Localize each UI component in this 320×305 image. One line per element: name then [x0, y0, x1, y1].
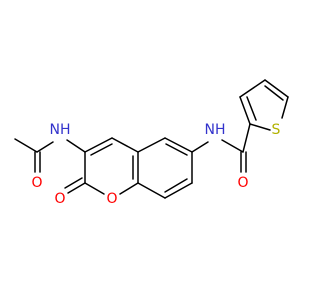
- bond-thiophene-s-c2: [249, 123, 271, 131]
- bonds: [14, 79, 289, 199]
- atom-o-acetyl: O: [31, 175, 42, 191]
- bond-c-amide-thiophene: [242, 123, 251, 153]
- bond-c7-c8-double: [164, 178, 188, 193]
- bond-o-ring-c8a: [119, 182, 139, 195]
- bond-c8-c8a: [137, 182, 166, 199]
- atom-o-amide: O: [237, 175, 248, 191]
- atom-nh-amide: NH: [205, 122, 226, 138]
- bond-c3-c4: [84, 137, 113, 153]
- bond-c2-o-carbonyl: [67, 182, 86, 194]
- bond-n-amide-c-amide: [221, 139, 244, 153]
- bond-c5-c6: [164, 137, 193, 153]
- atom-s-thiophene: S: [272, 122, 281, 138]
- bond-c2-o-carbonyl-double: [64, 177, 83, 189]
- bond-c4-c4a: [111, 137, 139, 153]
- bond-thiophene-c2-c3-double: [246, 96, 257, 121]
- bond-n-acetyl-c3: [66, 139, 86, 153]
- atom-nh-acetyl: NH: [50, 122, 71, 138]
- molecule-canvas: NH O O O NH O S: [14, 79, 289, 207]
- bond-c2-o-ring: [84, 182, 105, 195]
- atom-labels: NH O O O NH O S: [31, 122, 280, 207]
- bond-c5-c6-double: [165, 143, 188, 156]
- bond-thiophene-c4-c5-double: [264, 85, 284, 101]
- bond-c3-c4-double: [90, 143, 113, 156]
- bond-methyl-carbonyl: [14, 138, 38, 153]
- bond-thiophene-c2-c3: [239, 96, 251, 125]
- bond-c6-n-amide: [191, 141, 209, 153]
- bond-c4a-c5: [137, 137, 166, 153]
- bond-c7-c8: [164, 182, 193, 199]
- bond-thiophene-c5-s: [281, 96, 289, 119]
- atom-o-ring: O: [106, 191, 117, 207]
- bond-thiophene-c3-c4: [239, 79, 266, 98]
- bond-carbonyl-n-acetyl: [36, 141, 54, 153]
- atom-o-carbonyl: O: [54, 191, 65, 207]
- molecule-structure: NH O O O NH O S: [14, 79, 289, 207]
- bond-thiophene-c4-c5: [264, 79, 289, 98]
